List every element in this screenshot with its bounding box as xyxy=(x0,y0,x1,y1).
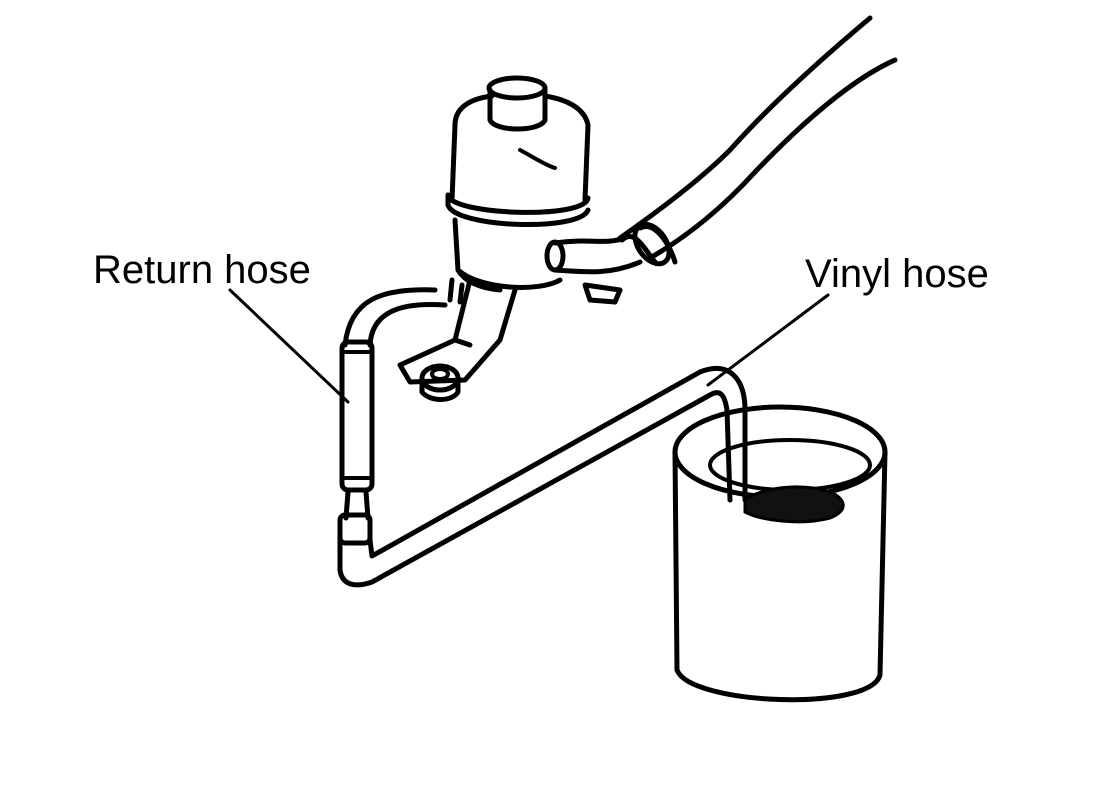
container xyxy=(672,404,888,703)
fluid xyxy=(743,485,845,524)
return-hose-leader xyxy=(228,288,350,404)
reservoir xyxy=(397,75,591,402)
vinyl-hose xyxy=(337,293,830,588)
vinyl-hose-label: Vinyl hose xyxy=(805,252,989,296)
return-hose xyxy=(339,287,448,521)
pressure-hose xyxy=(544,15,898,305)
return-hose-label: Return hose xyxy=(93,248,311,292)
